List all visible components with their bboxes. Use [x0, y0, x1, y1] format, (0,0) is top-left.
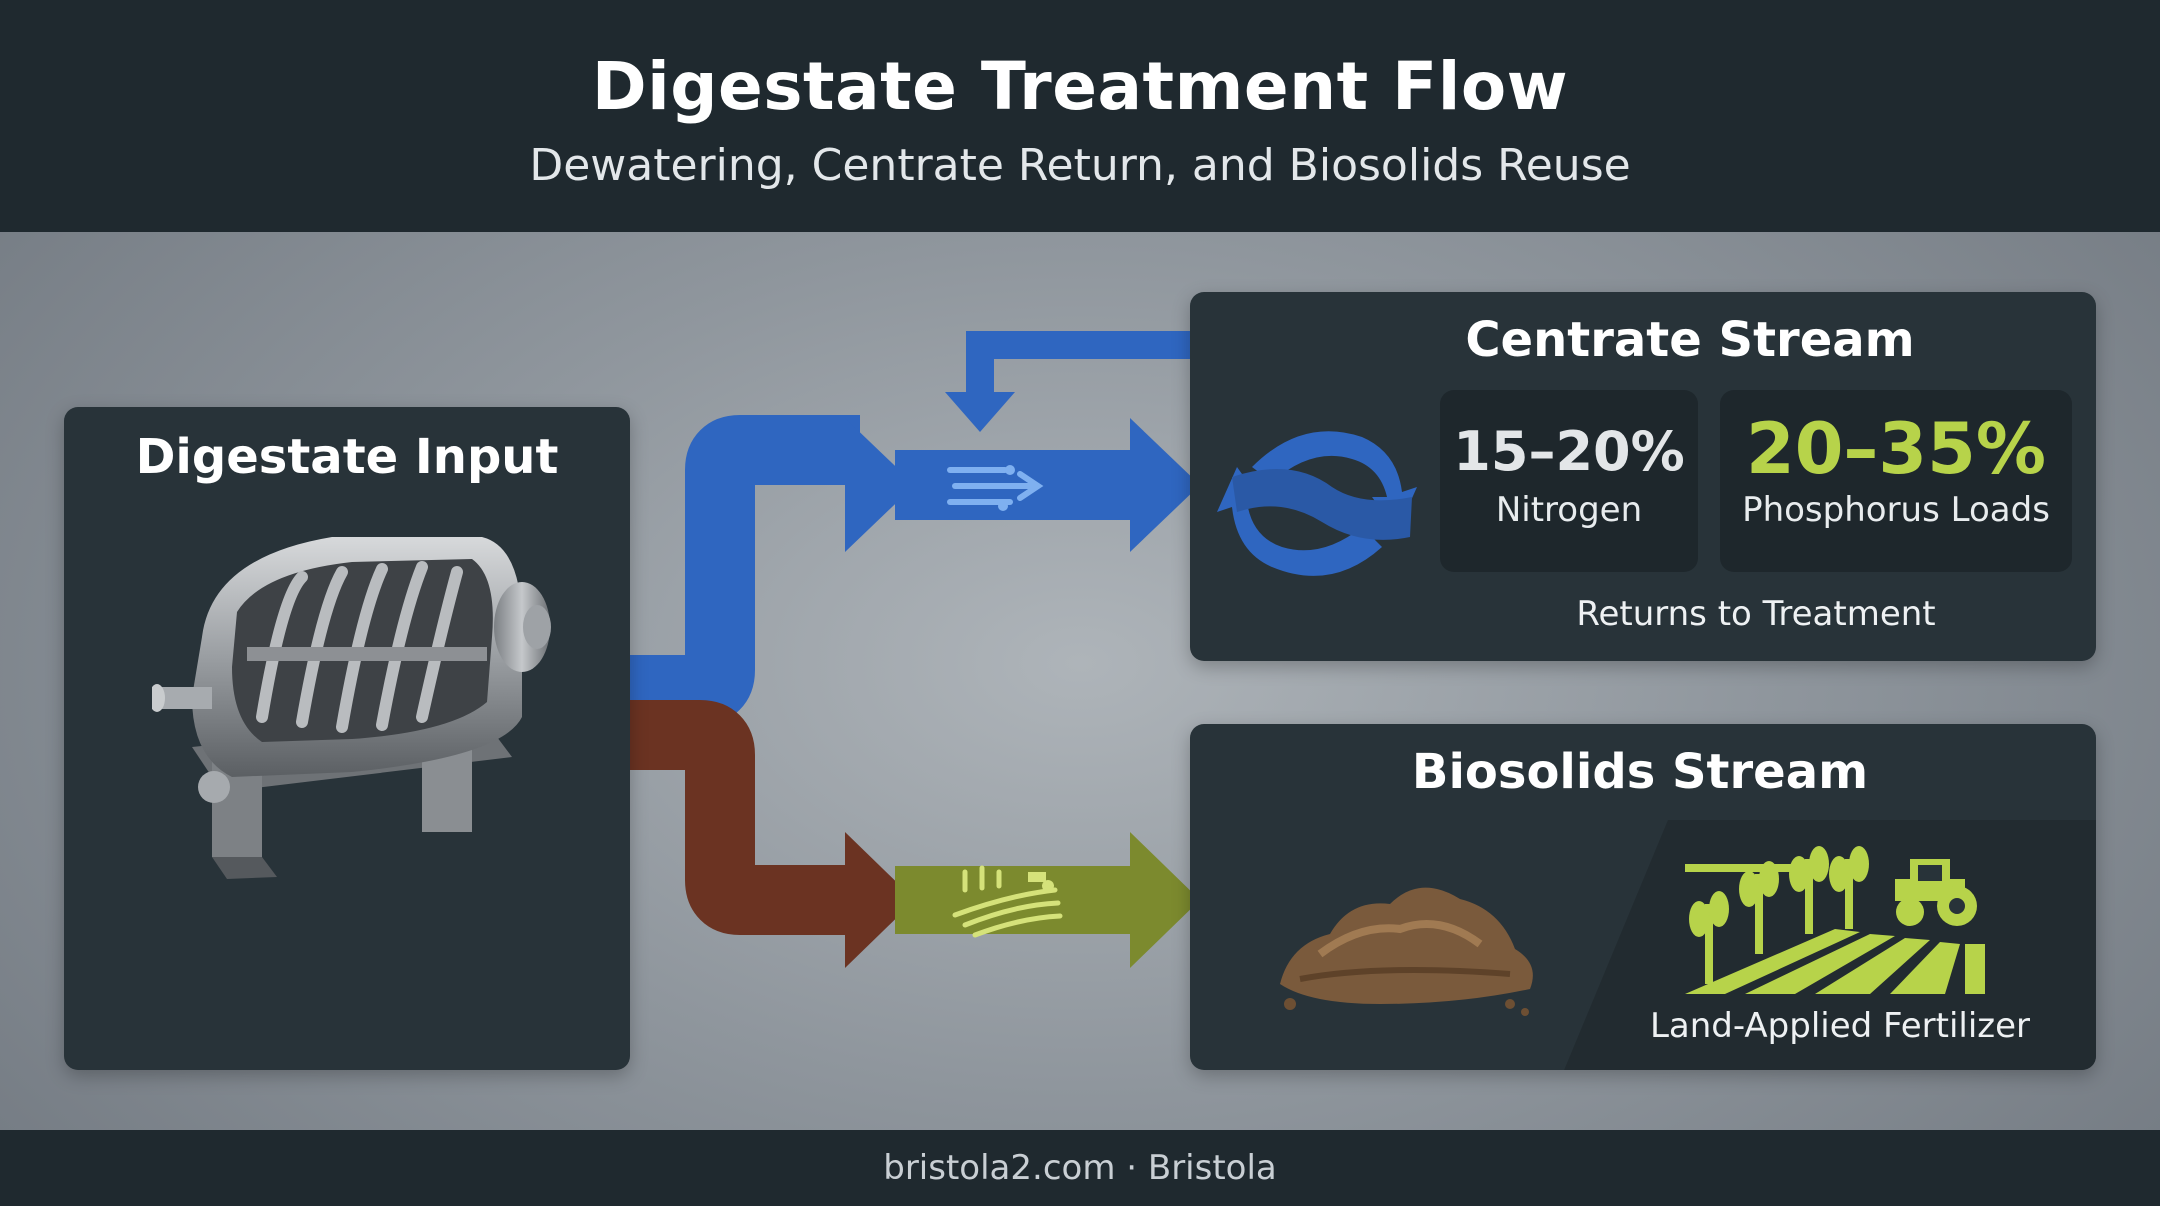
nitrogen-stat-label: Nitrogen	[1495, 490, 1643, 530]
decanter-centrifuge-icon	[152, 537, 551, 879]
returns-note: Returns to Treatment	[1576, 594, 1936, 634]
biosolids-arrowhead-1	[845, 832, 915, 968]
header-bar: Digestate Treatment Flow Dewatering, Cen…	[0, 0, 2160, 232]
centrate-arrowhead-2	[1130, 418, 1200, 552]
page-subtitle: Dewatering, Centrate Return, and Biosoli…	[529, 140, 1631, 191]
biosolids-arrowhead-2	[1130, 832, 1200, 968]
digestate-input-panel: Digestate Input	[64, 407, 630, 1070]
centrate-arrowhead-1	[845, 418, 915, 552]
centrate-stream-title: Centrate Stream	[1465, 312, 1915, 368]
nitrogen-stat-value: 15–20%	[1453, 420, 1685, 483]
recycle-flow-icon	[1217, 431, 1417, 576]
centrate-stream-panel: Centrate Stream 15–20% Nitrogen 20–35% P…	[1190, 292, 2096, 661]
land-applied-caption: Land-Applied Fertilizer	[1649, 1006, 2031, 1046]
biosolids-stream-panel: Biosolids Stream	[1190, 724, 2096, 1070]
footer-attribution: bristola2.com · Bristola	[883, 1148, 1277, 1188]
phosphorus-stat-value: 20–35%	[1746, 408, 2046, 490]
phosphorus-stat-box: 20–35% Phosphorus Loads	[1720, 390, 2072, 572]
biosolids-pipe	[630, 700, 860, 935]
footer-bar: bristola2.com · Bristola	[0, 1130, 2160, 1206]
wind-flow-icon	[947, 465, 1044, 511]
centrate-pipe	[630, 415, 860, 725]
digestate-input-title: Digestate Input	[135, 429, 559, 485]
phosphorus-stat-label: Phosphorus Loads	[1742, 490, 2050, 530]
nitrogen-stat-box: 15–20% Nitrogen	[1440, 390, 1698, 572]
recirculation-arrowhead	[945, 392, 1015, 432]
farm-field-tractor-icon	[1685, 846, 1985, 994]
page-title: Digestate Treatment Flow	[591, 48, 1569, 125]
biosolids-stream-title: Biosolids Stream	[1411, 744, 1869, 800]
biosolids-pile-icon	[1280, 887, 1533, 1016]
field-crops-icon	[952, 865, 1063, 938]
